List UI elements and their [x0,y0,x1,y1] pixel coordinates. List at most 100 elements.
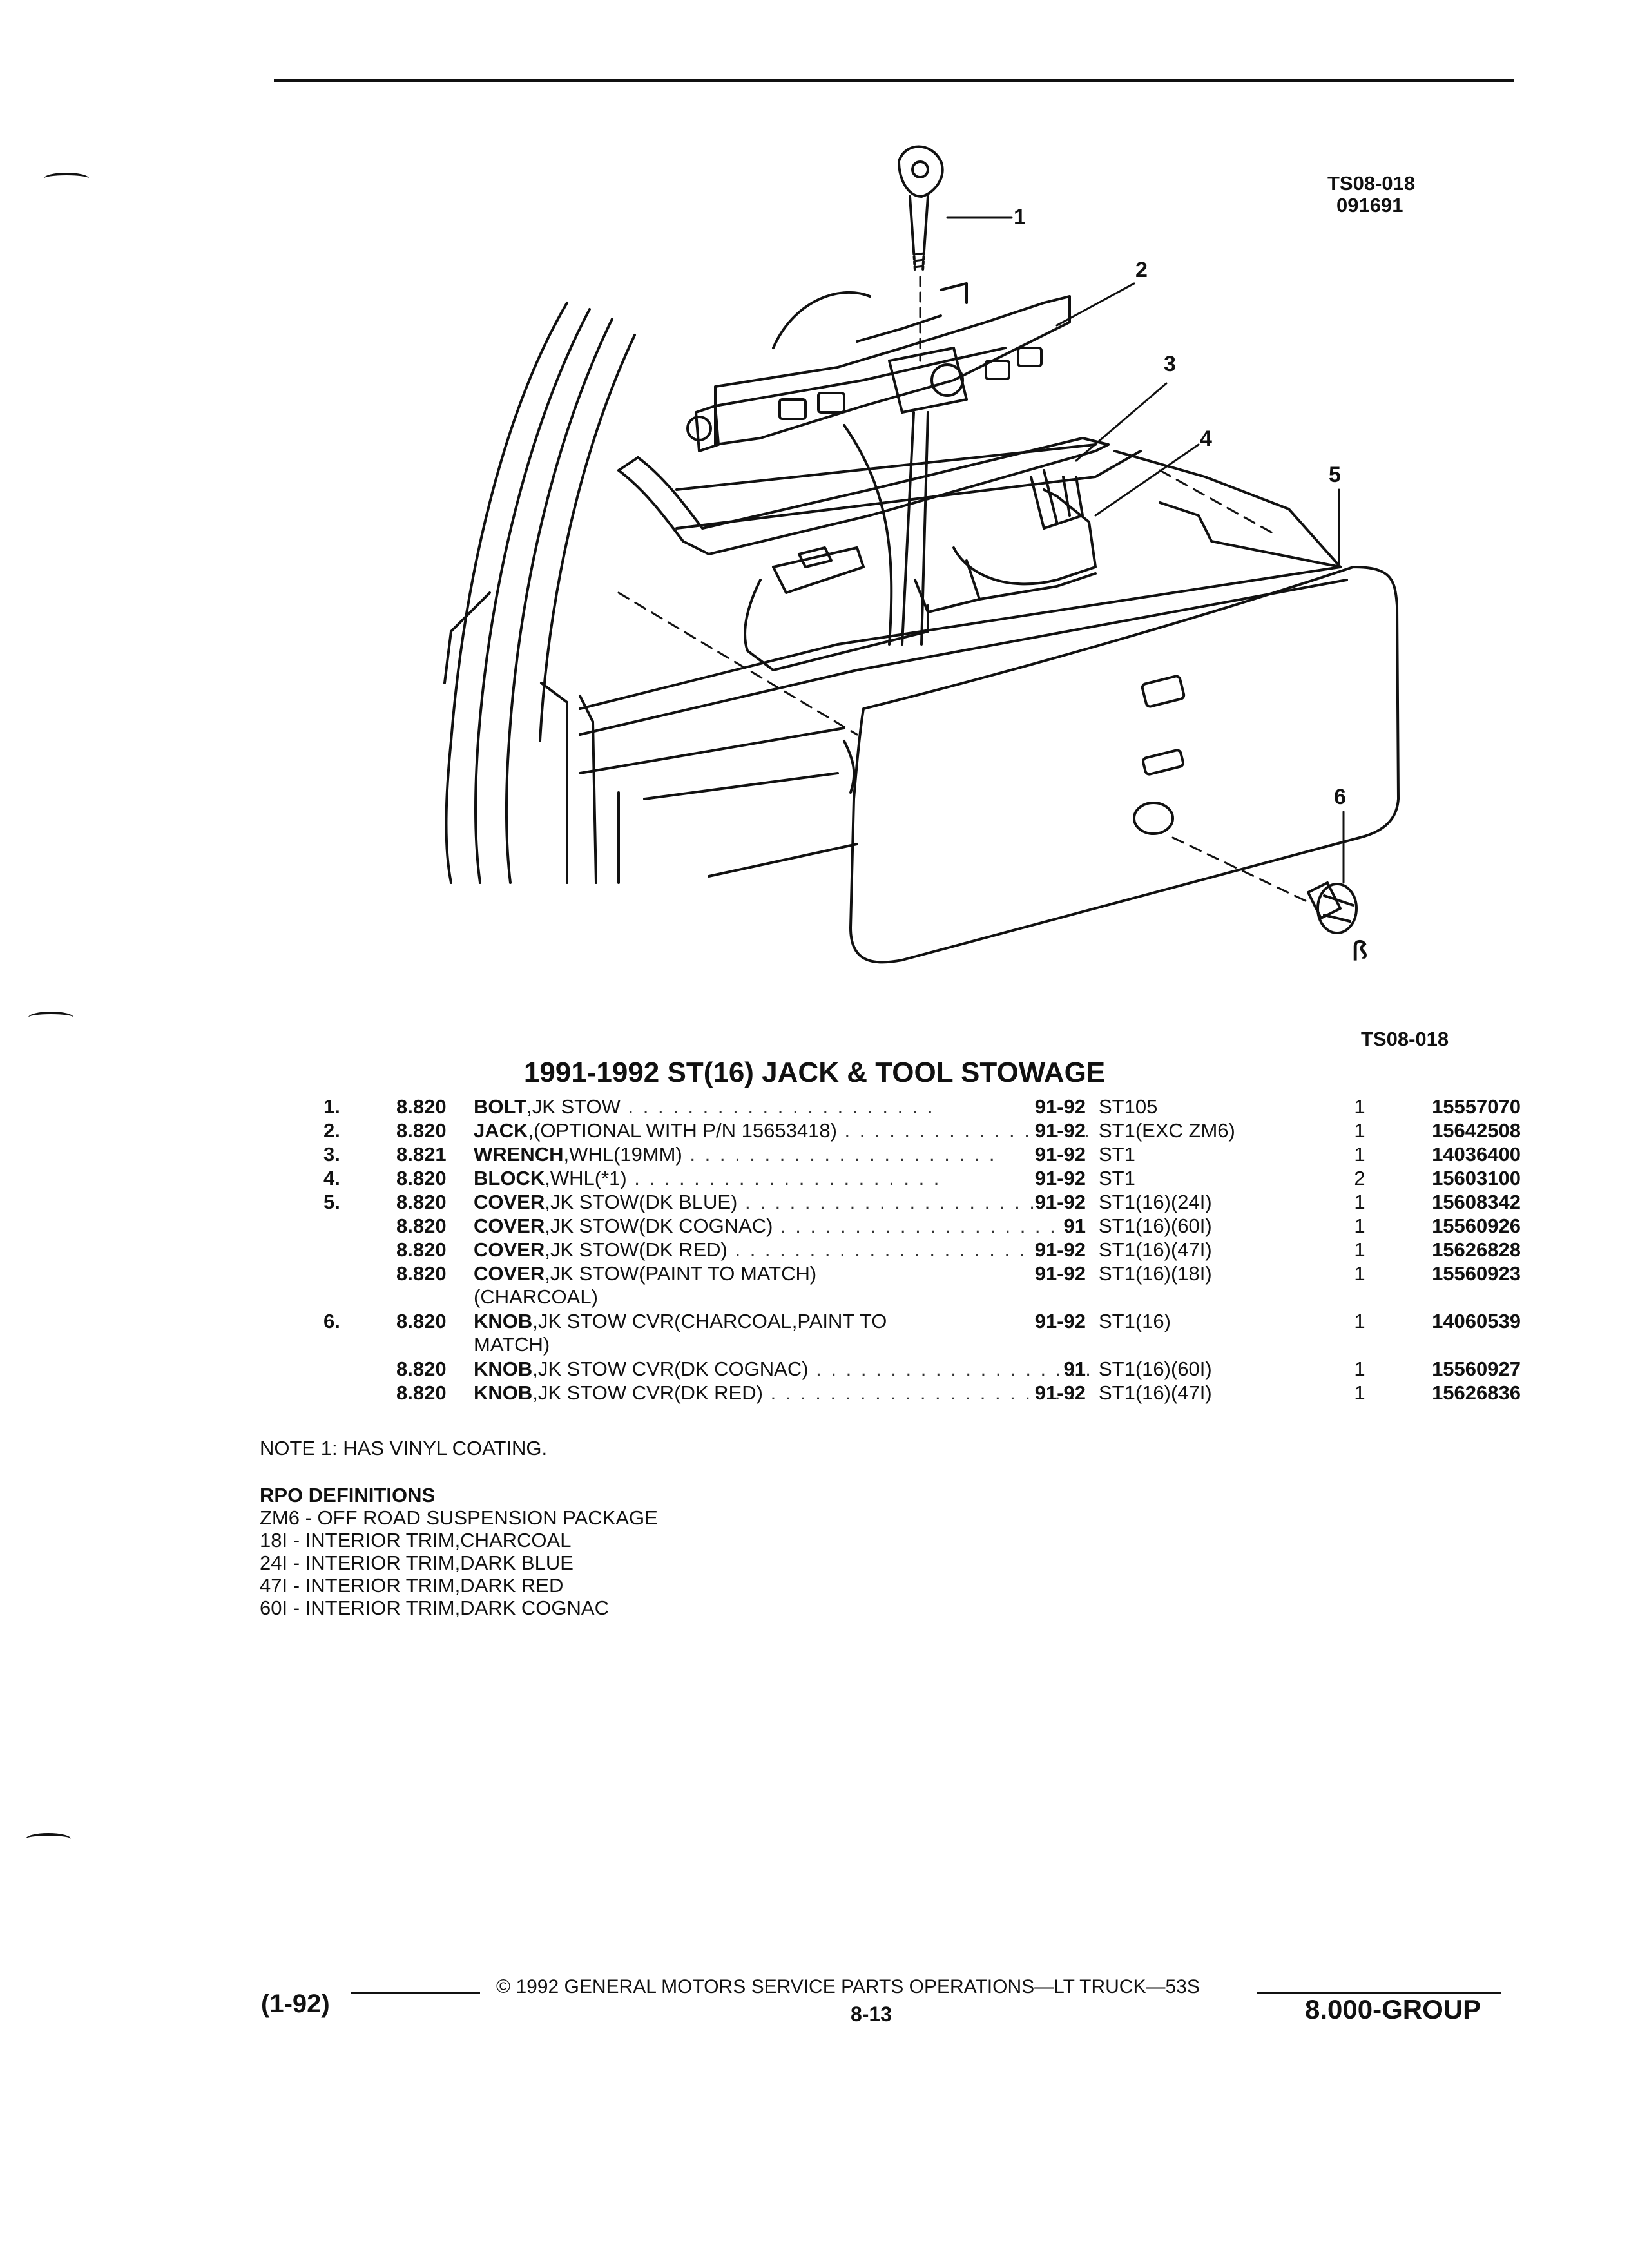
part-description: COVER,JK STOW(DK COGNAC) . . . . . . . .… [474,1215,1087,1238]
part-group-number: 8.820 [396,1262,447,1285]
leader-dots: . . . . . . . . . . . . . . . . . . . . … [727,1238,1042,1261]
part-name: COVER [474,1262,545,1285]
part-detail: ,JK STOW(DK RED) [545,1238,728,1261]
rpo-item: 60I - INTERIOR TRIM,DARK COGNAC [260,1597,609,1619]
part-model: ST1(16)(47I) [1099,1381,1212,1404]
part-detail: ,JK STOW CVR(CHARCOAL,PAINT TO [532,1310,887,1332]
leader-dots: . . . . . . . . . . . . . . . . . . . . … [682,1143,997,1166]
part-description: BLOCK,WHL(*1) . . . . . . . . . . . . . … [474,1167,941,1190]
part-model: ST105 [1099,1095,1158,1118]
part-number: 15557070 [1432,1095,1521,1118]
part-item-number: 6. [323,1310,340,1332]
part-detail: ,JK STOW(DK COGNAC) [545,1215,773,1237]
part-years: 91-92 [1034,1310,1086,1332]
top-rule [274,79,1514,82]
part-description: COVER,JK STOW(DK RED) . . . . . . . . . … [474,1238,1042,1262]
part-name: KNOB [474,1381,533,1404]
part-description: COVER,JK STOW(PAINT TO MATCH)(CHARCOAL) [474,1262,816,1309]
jack-stowage-diagram: ꟗ [443,145,1400,966]
part-number: 14036400 [1432,1143,1521,1166]
rpo-item: ZM6 - OFF ROAD SUSPENSION PACKAGE [260,1506,658,1529]
part-number: 15608342 [1432,1191,1521,1213]
leader-dots: . . . . . . . . . . . . . . . . . . . . … [620,1095,935,1118]
part-years: 91-92 [1034,1262,1086,1285]
part-row: 8.820 COVER,JK STOW(DK RED) . . . . . . .… [309,1238,1521,1262]
part-quantity: 1 [1354,1358,1365,1380]
footer-rule [1257,1992,1501,1994]
part-row: 2. 8.820 JACK,(OPTIONAL WITH P/N 15653418)… [309,1119,1521,1143]
part-description: WRENCH,WHL(19MM) . . . . . . . . . . . .… [474,1143,997,1166]
part-years: 91 [1063,1358,1086,1380]
part-model: ST1 [1099,1167,1135,1189]
part-name: BOLT [474,1095,527,1118]
part-detail: ,(OPTIONAL WITH P/N 15653418) [528,1119,837,1142]
part-number: 15626828 [1432,1238,1521,1261]
part-description: JACK,(OPTIONAL WITH P/N 15653418) . . . … [474,1119,1152,1142]
leader-dots: . . . . . . . . . . . . . . . . . . . . … [626,1167,941,1189]
direction-symbol: ꟗ [1352,937,1367,966]
part-group-number: 8.821 [396,1143,447,1166]
part-name: WRENCH [474,1143,564,1166]
figure-ref-code: TS08-018 [1361,1028,1449,1050]
part-quantity: 1 [1354,1191,1365,1213]
leader-dots: . . . . . . . . . . . . . . . . . . . . … [737,1191,1052,1213]
part-detail: ,JK STOW CVR(DK RED) [532,1381,763,1404]
part-name: KNOB [474,1358,533,1380]
part-quantity: 1 [1354,1238,1365,1261]
part-quantity: 1 [1354,1095,1365,1118]
part-number: 15626836 [1432,1381,1521,1404]
part-item-number: 2. [323,1119,340,1142]
part-number: 15560926 [1432,1215,1521,1237]
part-group-number: 8.820 [396,1119,447,1142]
header-ref-code: TS08-018 [1327,172,1416,195]
part-years: 91-92 [1034,1238,1086,1261]
header-date-code: 091691 [1336,194,1403,216]
part-item-number: 1. [323,1095,340,1118]
part-model: ST1(16)(18I) [1099,1262,1212,1285]
rpo-item: 18I - INTERIOR TRIM,CHARCOAL [260,1529,572,1552]
part-years: 91 [1063,1215,1086,1237]
leader-dots: . . . . . . . . . . . . . . . . . . . . … [773,1215,1088,1237]
part-name: BLOCK [474,1167,545,1189]
margin-mark [26,1833,71,1845]
part-quantity: 1 [1354,1143,1365,1166]
page-number: 8-13 [851,2003,892,2026]
callout-4: 4 [1200,427,1212,451]
callout-2: 2 [1135,258,1148,282]
leader-dots: . . . . . . . . . . . . . . . . . . . . … [762,1381,1077,1404]
part-name: COVER [474,1191,545,1213]
callout-6: 6 [1334,785,1346,809]
part-model: ST1(16)(60I) [1099,1358,1212,1380]
part-row: 8.820 COVER,JK STOW(PAINT TO MATCH)(CHARC… [309,1262,1521,1310]
part-quantity: 1 [1354,1119,1365,1142]
part-description: COVER,JK STOW(DK BLUE) . . . . . . . . .… [474,1191,1052,1214]
part-model: ST1(16)(24I) [1099,1191,1212,1213]
part-group-number: 8.820 [396,1191,447,1213]
part-name: JACK [474,1119,528,1142]
part-model: ST1(EXC ZM6) [1099,1119,1235,1142]
part-years: 91-92 [1034,1167,1086,1189]
part-model: ST1(16) [1099,1310,1171,1332]
part-quantity: 1 [1354,1262,1365,1285]
part-name: KNOB [474,1310,533,1332]
rpo-item: 24I - INTERIOR TRIM,DARK BLUE [260,1552,574,1574]
part-item-number: 5. [323,1191,340,1213]
part-detail-continued: MATCH) [474,1333,550,1356]
part-detail: ,WHL(19MM) [563,1143,682,1166]
part-group-number: 8.820 [396,1238,447,1261]
part-description: KNOB,JK STOW CVR(DK COGNAC) . . . . . . … [474,1358,1123,1381]
margin-mark [44,173,89,184]
part-model: ST1(16)(47I) [1099,1238,1212,1261]
footer-copyright: © 1992 GENERAL MOTORS SERVICE PARTS OPER… [496,1976,1200,1997]
part-quantity: 1 [1354,1215,1365,1237]
part-years: 91-92 [1034,1191,1086,1213]
part-group-number: 8.820 [396,1381,447,1404]
part-quantity: 1 [1354,1310,1365,1332]
part-group-number: 8.820 [396,1095,447,1118]
part-detail: ,JK STOW(DK BLUE) [545,1191,738,1213]
callout-1: 1 [1014,205,1026,229]
